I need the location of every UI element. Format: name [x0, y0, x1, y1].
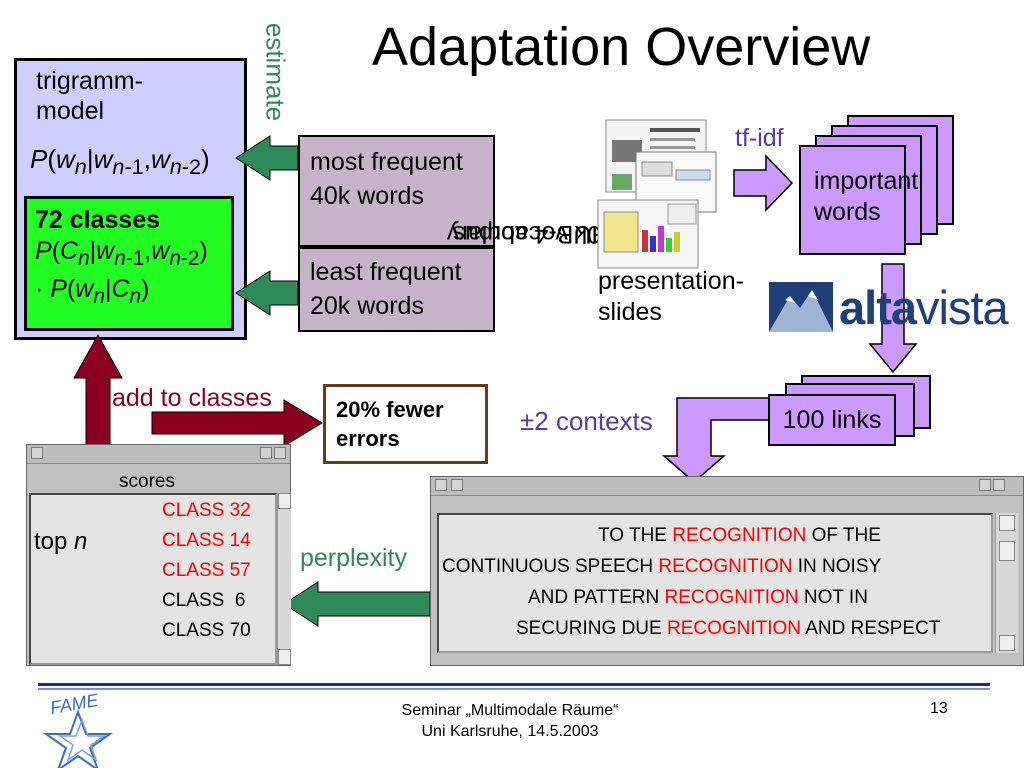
- most-frequent-line2: 40k words: [310, 182, 424, 210]
- presentation-line1: presentation-: [598, 267, 744, 295]
- fewer-errors-box: 20% fewer errors: [323, 384, 488, 464]
- least-frequent-line1: least frequent: [310, 258, 462, 286]
- scroll-thumb[interactable]: [999, 541, 1015, 561]
- recognition-line: AND PATTERN RECOGNITION NOT IN: [438, 582, 990, 613]
- recognition-keyword: RECOGNITION: [672, 525, 807, 546]
- contexts-label: ±2 contexts: [520, 406, 653, 436]
- altavista-logo: altavista: [769, 278, 1009, 336]
- minimize-button[interactable]: [260, 447, 272, 459]
- scores-header: scores: [119, 471, 175, 492]
- least-frequent-box: least frequent 20k words: [298, 247, 495, 332]
- purple-arrow-down-1: [868, 263, 918, 374]
- scores-scrollbar[interactable]: [277, 493, 291, 665]
- recognition-keyword: RECOGNITION: [666, 618, 802, 639]
- most-frequent-line1: most frequent: [310, 148, 463, 176]
- recognition-scrollbar[interactable]: [995, 513, 1018, 653]
- recognition-window: [430, 476, 1024, 666]
- trigram-formula: P(wn|wn-1,wn-2): [30, 144, 210, 180]
- recognition-text-before: CONTINUOUS SPEECH: [442, 556, 659, 577]
- footer-text: Seminar „Multimodale Räume“ Uni Karlsruh…: [330, 700, 690, 742]
- recognition-line: SECURING DUE RECOGNITION AND RESPECT: [438, 613, 990, 644]
- trigram-model-label: trigramm- model: [36, 66, 143, 126]
- purple-arrow-tfidf: [733, 154, 794, 212]
- purple-arrow-links: [661, 397, 783, 483]
- page-number: 13: [930, 700, 948, 717]
- maroon-arrow-right: [151, 399, 323, 447]
- trigram-line2: model: [36, 97, 105, 125]
- recognition-text-after: AND RESPECT: [801, 618, 941, 639]
- class-item: CLASS 32: [162, 500, 251, 521]
- presentation-slides-label: presentation- slides: [598, 266, 744, 328]
- minimize-button[interactable]: [979, 479, 991, 491]
- add-to-classes-label: add to classes: [112, 384, 272, 412]
- recognition-line: TO THE RECOGNITION OF THE: [438, 520, 990, 551]
- important-words-line2: words: [814, 198, 881, 226]
- recognition-panel: [437, 513, 993, 653]
- altavista-logo-vista: vista: [916, 281, 1009, 334]
- classes-box: 72 classes P(Cn|wn-1,wn-2) · P(wn|Cn): [24, 196, 234, 331]
- scroll-down-button[interactable]: [278, 649, 291, 665]
- least-frequent-line2: 20k words: [310, 292, 424, 320]
- important-words-label: important words: [814, 166, 918, 228]
- slide-title: Adaptation Overview: [372, 17, 871, 77]
- class-item: CLASS 14: [162, 530, 251, 551]
- recognition-text-before: AND PATTERN: [528, 587, 665, 608]
- green-arrow-most-frequent: [235, 135, 299, 181]
- scroll-up-button[interactable]: [999, 515, 1015, 531]
- top-n-label: top n: [34, 528, 87, 556]
- important-words-line1: important: [814, 167, 919, 195]
- recognition-line: CONTINUOUS SPEECH RECOGNITION IN NOISY: [438, 551, 990, 582]
- recognition-text-after: NOT IN: [798, 587, 868, 608]
- footer-line2: Uni Karlsruhe, 14.5.2003: [421, 723, 599, 740]
- recognition-window-titlebar: [431, 477, 1023, 496]
- scroll-up-button[interactable]: [278, 493, 291, 509]
- footer-line1: Seminar „Multimodale Räume“: [401, 702, 619, 719]
- window-pin-button[interactable]: [451, 479, 463, 491]
- top-label: top: [34, 528, 75, 555]
- links-box: 100 links: [768, 394, 896, 446]
- altavista-mountain-icon: [769, 282, 833, 332]
- window-menu-button[interactable]: [435, 479, 447, 491]
- recognition-text-before: TO THE: [598, 525, 673, 546]
- recognition-text-after: OF THE: [806, 525, 881, 546]
- presentation-thumbnails: [597, 119, 717, 269]
- most-frequent-box: most frequent 40k words: [298, 135, 495, 247]
- recognition-text-before: SECURING DUE: [516, 618, 667, 639]
- class-list: CLASS 32 CLASS 14 CLASS 57 CLASS 6 CLASS 70: [162, 496, 251, 646]
- recognition-text-after: IN NOISY: [792, 556, 882, 577]
- class-item: CLASS 57: [162, 560, 251, 581]
- maximize-button[interactable]: [993, 479, 1005, 491]
- class-item: CLASS 6: [162, 590, 246, 611]
- class-item: CLASS 70: [162, 620, 251, 641]
- green-arrow-perplexity: [283, 581, 431, 627]
- fame-star-icon: [42, 709, 114, 768]
- green-arrow-least-frequent: [235, 270, 299, 316]
- window-menu-button[interactable]: [31, 447, 43, 459]
- recognition-keyword: RECOGNITION: [664, 587, 799, 608]
- fewer-errors-line2: errors: [336, 426, 400, 451]
- classes-title: 72 classes: [35, 206, 161, 234]
- footer-rule-light: [38, 688, 990, 690]
- fewer-errors-line1: 20% fewer: [336, 397, 444, 422]
- recognition-keyword: RECOGNITION: [658, 556, 793, 577]
- tfidf-label: tf-idf: [735, 124, 784, 152]
- important-words-stack: [799, 115, 954, 255]
- perplexity-label: perplexity: [300, 544, 407, 572]
- trigram-line1: trigramm-: [36, 67, 143, 95]
- altavista-logo-alta: alta: [839, 281, 917, 334]
- footer-rule-dark: [38, 683, 990, 686]
- scores-window-titlebar: [27, 445, 290, 464]
- scroll-down-button[interactable]: [999, 635, 1015, 651]
- presentation-line2: slides: [598, 298, 662, 326]
- altavista-logo-text: altavista: [839, 280, 1009, 335]
- scores-window: scores: [26, 444, 291, 666]
- class-formula-line2: · P(wn|Cn): [35, 275, 150, 308]
- scores-panel: [29, 493, 277, 665]
- class-formula-line1: P(Cn|wn-1,wn-2): [35, 237, 208, 270]
- top-n-variable: n: [74, 528, 88, 555]
- maximize-button[interactable]: [274, 447, 286, 459]
